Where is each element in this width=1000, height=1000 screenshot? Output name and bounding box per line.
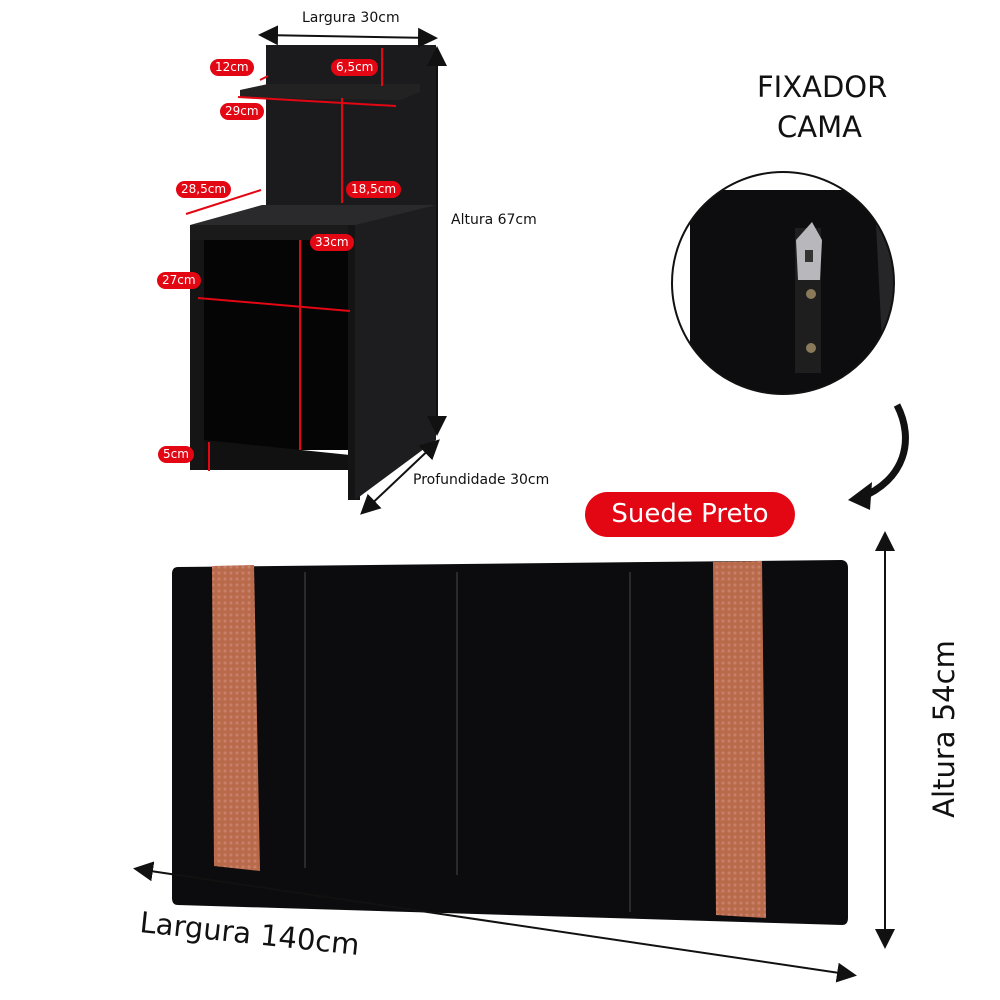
fixador-title-line1: FIXADOR <box>757 70 888 104</box>
nightstand-depth-label: Profundidade 30cm <box>413 472 550 488</box>
headboard <box>133 531 895 983</box>
dimension-tag: 18,5cm <box>346 181 402 198</box>
nightstand-height-label: Altura 67cm <box>451 212 537 228</box>
nightstand-width-label: Largura 30cm <box>302 10 400 26</box>
fixador-title-line2: CAMA <box>777 110 862 144</box>
dimension-tag: 28,5cm <box>176 181 232 198</box>
dimension-tag: 29cm <box>220 103 264 120</box>
dimension-tag: 27cm <box>157 272 201 289</box>
fixador-detail <box>671 171 909 510</box>
dimension-tag: 5cm <box>158 446 194 463</box>
color-badge: Suede Preto <box>585 492 795 537</box>
headboard-height-label: Altura 54cm <box>926 640 961 818</box>
dimension-tag: 12cm <box>210 59 254 76</box>
dimension-tag: 33cm <box>310 234 354 251</box>
dimension-tag: 6,5cm <box>331 59 379 76</box>
nightstand <box>185 25 447 515</box>
